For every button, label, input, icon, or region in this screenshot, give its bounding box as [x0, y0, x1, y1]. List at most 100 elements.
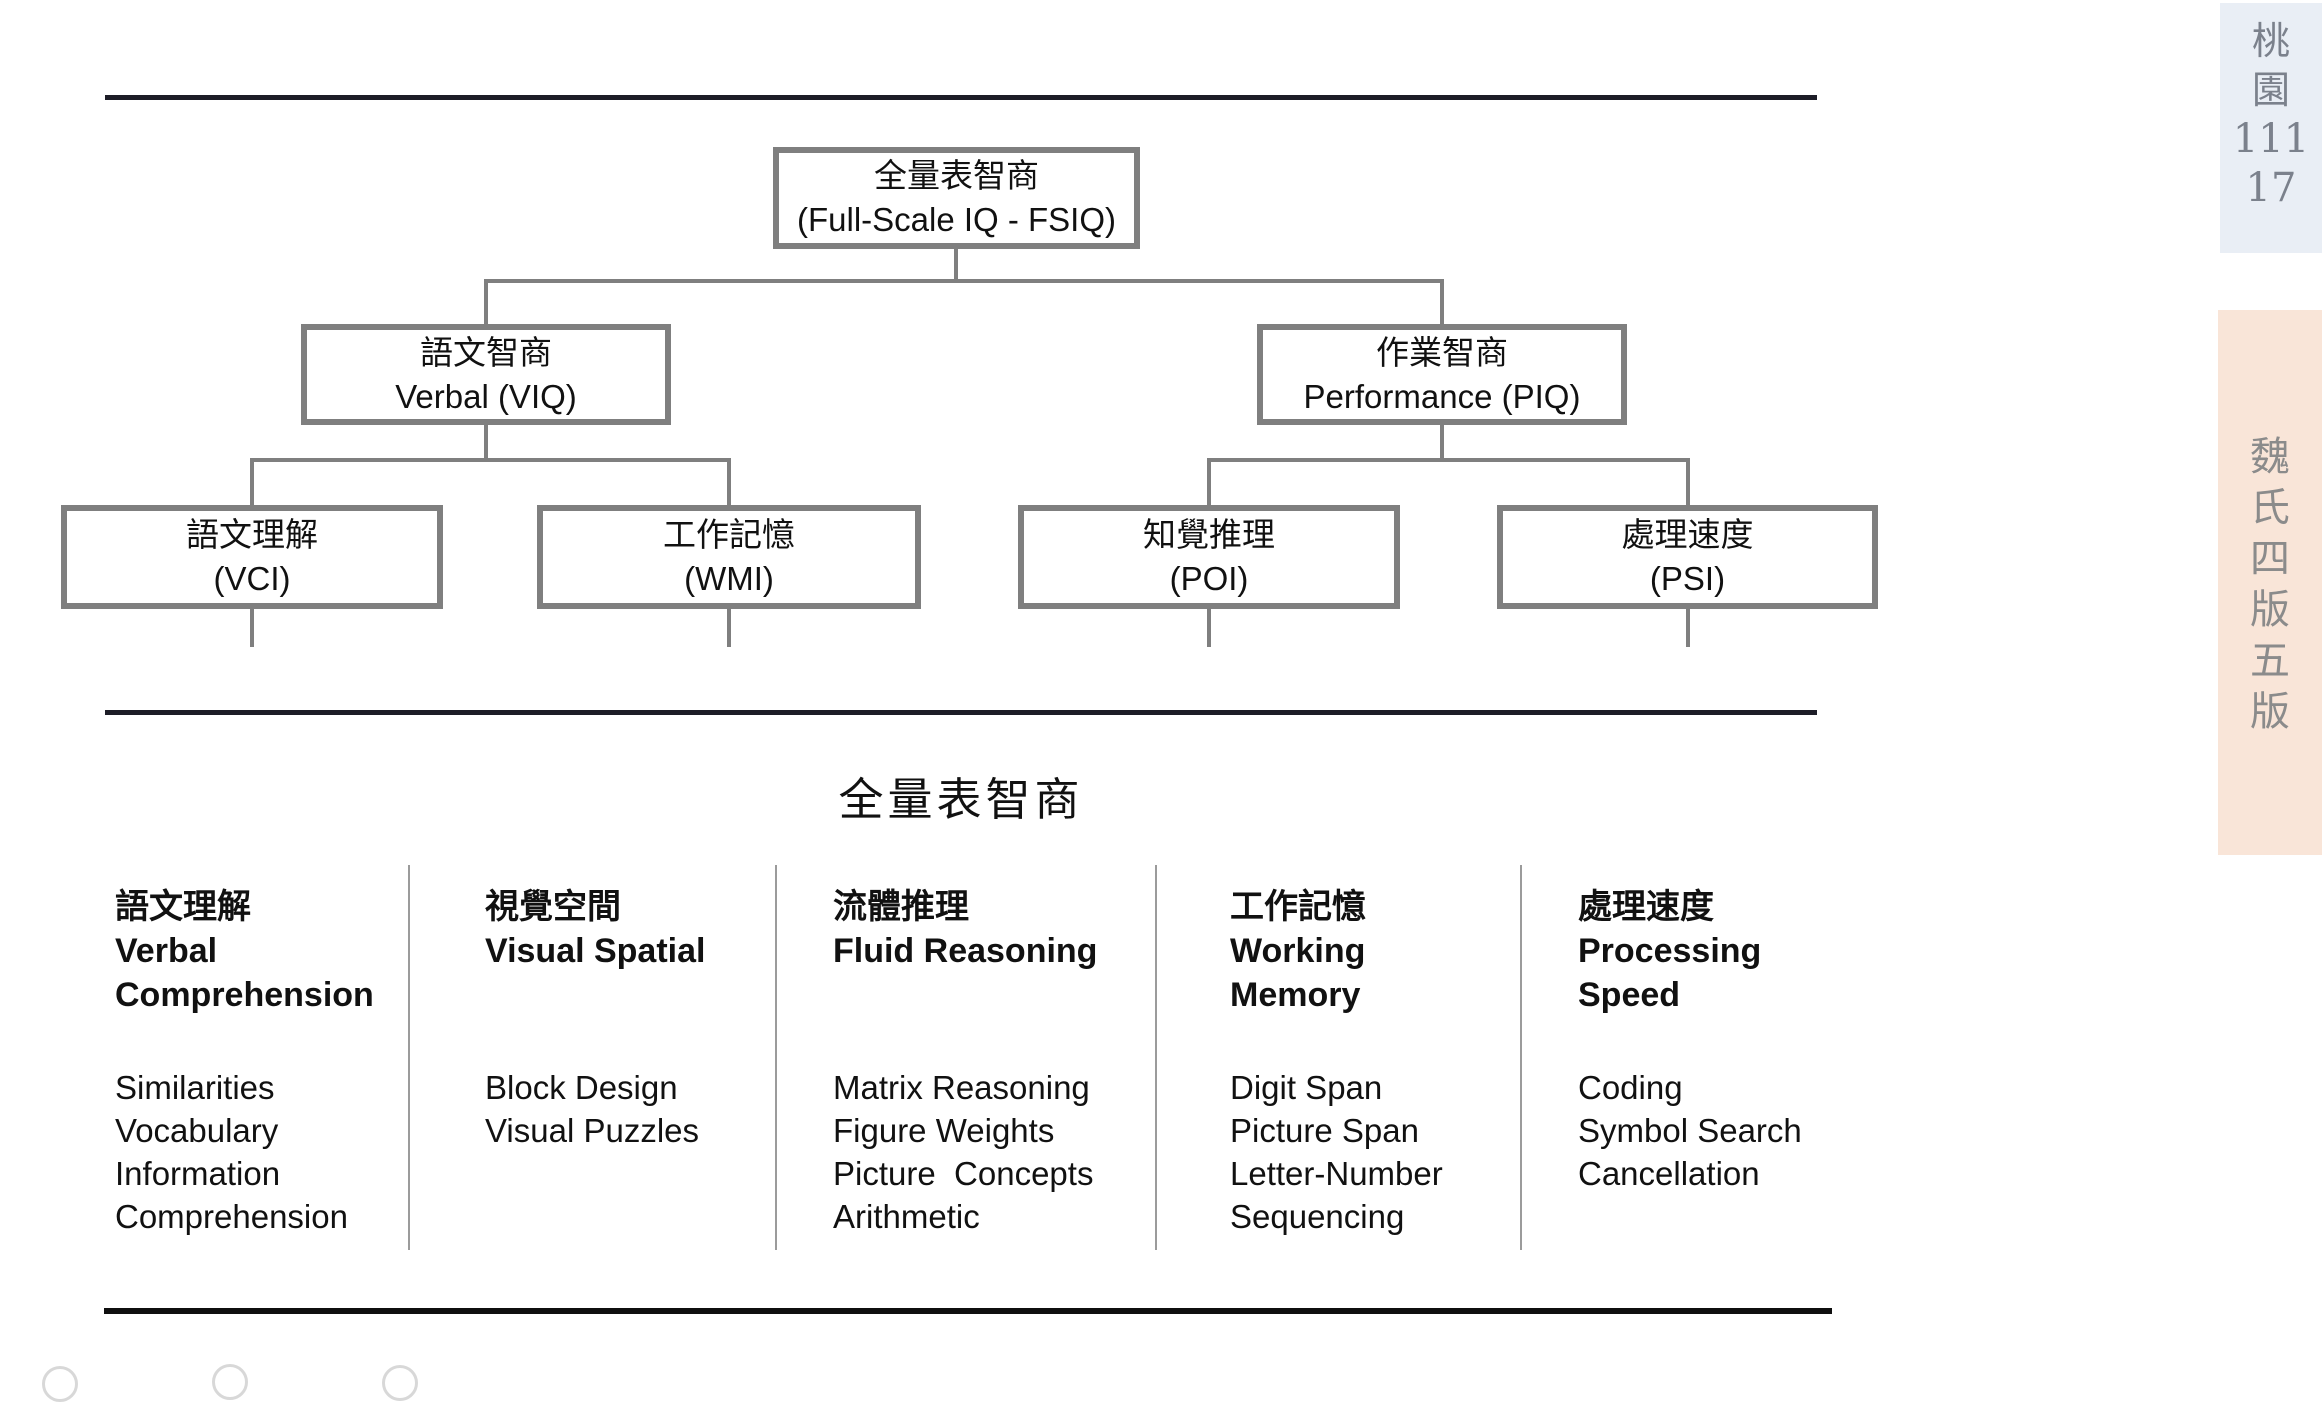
- connector-viq-stub: [484, 425, 488, 460]
- node-viq: 語文智商 Verbal (VIQ): [301, 324, 671, 425]
- subtest-item: Sequencing: [1230, 1198, 1405, 1235]
- subtest-list: Block Design Visual Puzzles: [485, 1066, 775, 1152]
- column-processing-speed: 處理速度 Processing Speed Coding Symbol Sear…: [1520, 865, 1817, 1250]
- node-piq-label-zh: 作業智商: [1376, 333, 1508, 371]
- connector-v-vci: [250, 458, 254, 507]
- stub-below-poi: [1207, 609, 1211, 647]
- bookmark-tab-taoyuan-111-17[interactable]: 桃 園 111 17: [2220, 3, 2322, 253]
- node-wmi-label-zh: 工作記憶: [663, 516, 795, 554]
- node-poi-label-en: (POI): [1169, 560, 1249, 597]
- subtest-list: Similarities Vocabulary Information Comp…: [115, 1066, 408, 1238]
- node-wmi-label-en: (WMI): [684, 560, 774, 597]
- column-header-en-line: Fluid Reasoning: [833, 932, 1098, 970]
- subtest-list: Matrix Reasoning Figure Weights Picture …: [833, 1066, 1155, 1238]
- column-header: 工作記憶 Working Memory: [1230, 885, 1520, 1066]
- column-header-zh: 工作記憶: [1230, 888, 1366, 926]
- column-header: 流體推理 Fluid Reasoning: [833, 885, 1155, 1066]
- node-psi-label-zh: 處理速度: [1621, 516, 1754, 554]
- connector-v-piq: [1440, 279, 1444, 326]
- subtest-item: Vocabulary: [115, 1112, 279, 1149]
- subtest-list: Digit Span Picture Span Letter-Number Se…: [1230, 1066, 1520, 1238]
- column-header-zh: 視覺空間: [485, 888, 621, 926]
- subtest-item: Visual Puzzles: [485, 1112, 700, 1149]
- subtest-item: Cancellation: [1578, 1155, 1760, 1192]
- subtest-item: Picture Span: [1230, 1112, 1419, 1149]
- node-piq: 作業智商 Performance (PIQ): [1257, 324, 1627, 425]
- connector-h-level2: [484, 279, 1444, 283]
- subtest-item: Letter-Number: [1230, 1155, 1443, 1192]
- tab-char: 五: [2250, 638, 2290, 684]
- column-header-en-line: Processing: [1578, 932, 1762, 970]
- bookmark-tab-wechsler-4th-5th[interactable]: 魏 氏 四 版 五 版: [2218, 310, 2322, 855]
- tab-char: 版: [2250, 587, 2290, 633]
- connector-h-viq-children: [250, 458, 731, 462]
- subtest-item: Symbol Search: [1578, 1112, 1802, 1149]
- tab-char: 版: [2250, 689, 2290, 735]
- tab-char: 魏: [2250, 434, 2290, 480]
- column-working-memory: 工作記憶 Working Memory Digit Span Picture S…: [1155, 865, 1520, 1250]
- node-fsiq-label-zh: 全量表智商: [874, 157, 1039, 195]
- node-psi-label-en: (PSI): [1649, 560, 1726, 597]
- subtest-item: Arithmetic: [833, 1198, 980, 1235]
- node-vci-label-en: (VCI): [213, 560, 291, 597]
- middle-rule: [105, 710, 1817, 715]
- connector-v-viq: [484, 279, 488, 326]
- column-header-en-line: Speed: [1578, 976, 1681, 1014]
- subtest-item: Similarities: [115, 1069, 275, 1106]
- page-dot-button[interactable]: [42, 1366, 78, 1402]
- tab-number: 111: [2232, 116, 2310, 162]
- node-piq-label-en: Performance (PIQ): [1303, 377, 1581, 415]
- tab-char: 四: [2250, 536, 2290, 582]
- subtest-item: Picture Concepts: [833, 1155, 1094, 1192]
- subtest-item: Figure Weights: [833, 1112, 1055, 1149]
- subtest-item: Digit Span: [1230, 1069, 1383, 1106]
- column-header-zh: 流體推理: [833, 888, 969, 926]
- page-dot-button[interactable]: [382, 1365, 418, 1401]
- node-poi: 知覺推理 (POI): [1018, 505, 1400, 609]
- tab-char: 氏: [2250, 485, 2290, 531]
- connector-v-poi: [1207, 458, 1211, 507]
- column-header-en-line: Verbal: [115, 932, 218, 970]
- page-dot-button[interactable]: [212, 1364, 248, 1400]
- node-fsiq-label-en: (Full-Scale IQ - FSIQ): [796, 201, 1117, 238]
- top-rule: [105, 95, 1817, 100]
- subtest-item: Comprehension: [115, 1198, 348, 1235]
- node-psi: 處理速度 (PSI): [1497, 505, 1878, 609]
- connector-v-psi: [1686, 458, 1690, 507]
- column-header-en-line: Comprehension: [115, 976, 374, 1014]
- tab-number: 17: [2245, 165, 2297, 211]
- tab-char: 桃: [2251, 19, 2290, 63]
- node-poi-label-zh: 知覺推理: [1143, 516, 1275, 554]
- index-columns: 語文理解 Verbal Comprehension Similarities V…: [105, 865, 1817, 1250]
- node-fsiq: 全量表智商 (Full-Scale IQ - FSIQ): [773, 147, 1140, 249]
- node-viq-label-zh: 語文智商: [420, 333, 552, 371]
- connector-h-piq-children: [1207, 458, 1690, 462]
- column-header-zh: 處理速度: [1578, 888, 1714, 926]
- column-verbal-comprehension: 語文理解 Verbal Comprehension Similarities V…: [105, 865, 408, 1250]
- node-viq-label-en: Verbal (VIQ): [395, 377, 577, 415]
- bottom-rule: [104, 1308, 1832, 1314]
- subtest-item: Coding: [1578, 1069, 1683, 1106]
- stub-below-vci: [250, 609, 254, 647]
- stub-below-wmi: [727, 609, 731, 647]
- node-vci-label-zh: 語文理解: [186, 516, 318, 554]
- subtest-item: Matrix Reasoning: [833, 1069, 1090, 1106]
- column-header: 視覺空間 Visual Spatial: [485, 885, 775, 1066]
- section-title: 全量表智商: [838, 774, 1084, 825]
- tab-char: 園: [2251, 68, 2290, 112]
- connector-piq-stub: [1440, 425, 1444, 460]
- column-header: 處理速度 Processing Speed: [1578, 885, 1817, 1066]
- node-vci: 語文理解 (VCI): [61, 505, 443, 609]
- column-header-en-line: Working: [1230, 932, 1366, 970]
- connector-root-stub: [954, 249, 958, 283]
- column-header-zh: 語文理解: [115, 888, 251, 926]
- column-visual-spatial: 視覺空間 Visual Spatial Block Design Visual …: [408, 865, 775, 1250]
- column-header-en-line: Memory: [1230, 976, 1361, 1014]
- connector-v-wmi: [727, 458, 731, 507]
- column-header-en-line: Visual Spatial: [485, 932, 706, 970]
- stub-below-psi: [1686, 609, 1690, 647]
- column-fluid-reasoning: 流體推理 Fluid Reasoning Matrix Reasoning Fi…: [775, 865, 1155, 1250]
- subtest-item: Block Design: [485, 1069, 678, 1106]
- subtest-list: Coding Symbol Search Cancellation: [1578, 1066, 1817, 1195]
- node-wmi: 工作記憶 (WMI): [537, 505, 921, 609]
